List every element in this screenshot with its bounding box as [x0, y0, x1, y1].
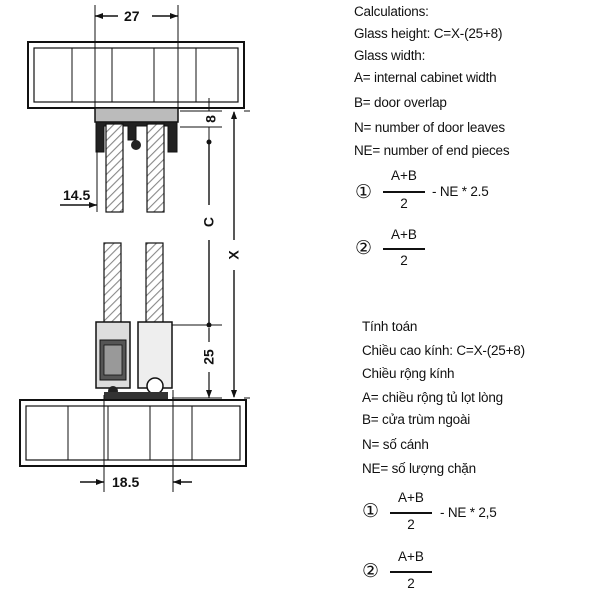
def-a-vi: A= chiều rộng tủ lọt lòng — [362, 390, 503, 405]
formula-1-fraction-bar-en — [383, 191, 425, 193]
formula-1-number-vi: ① — [362, 501, 379, 522]
formula-2-numerator-en: A+B — [391, 227, 417, 242]
formula-2-denominator-vi: 2 — [407, 576, 415, 591]
def-b-en: B= door overlap — [354, 95, 447, 110]
dimension-c — [172, 139, 222, 328]
formula-1-denominator-en: 2 — [400, 196, 408, 211]
formula-2-number-en: ② — [355, 238, 372, 259]
formula-2-numerator-vi: A+B — [398, 549, 424, 564]
bottom-cabinet-section — [19, 399, 247, 467]
formula-1-tail-en: - NE * 2.5 — [432, 184, 489, 199]
formula-1-numerator-en: A+B — [391, 168, 417, 183]
formula-2-denominator-en: 2 — [400, 253, 408, 268]
dimension-25 — [172, 328, 222, 399]
dimension-18-5 — [80, 390, 192, 492]
dimension-x-label: X — [226, 250, 242, 260]
dimension-18-5-label: 18.5 — [112, 474, 139, 490]
upper-glass-panels — [105, 123, 165, 213]
glass-width-vi: Chiều rộng kính — [362, 366, 455, 381]
def-n-en: N= number of door leaves — [354, 120, 505, 135]
formula-2-number-vi: ② — [362, 561, 379, 582]
formula-1-numerator-vi: A+B — [398, 490, 424, 505]
dimension-8-label: 8 — [203, 115, 219, 123]
bottom-runner-profile — [95, 321, 173, 400]
dimension-14-5 — [60, 150, 98, 212]
dimension-27-label: 27 — [124, 8, 140, 24]
formula-1-denominator-vi: 2 — [407, 517, 415, 532]
formula-2-fraction-bar-en — [383, 248, 425, 250]
def-ne-vi: NE= số lượng chặn — [362, 461, 476, 476]
dimension-27 — [94, 5, 179, 110]
lower-glass-panels — [103, 242, 164, 326]
formula-1-tail-vi: - NE * 2,5 — [440, 505, 497, 520]
dimension-14-5-label: 14.5 — [63, 187, 90, 203]
def-a-en: A= internal cabinet width — [354, 70, 497, 85]
dimension-8 — [180, 98, 222, 140]
dimension-25-label: 25 — [201, 349, 217, 365]
top-cabinet-section — [27, 41, 245, 109]
formula-1-number-en: ① — [355, 182, 372, 203]
dimension-c-label: C — [201, 217, 217, 227]
def-b-vi: B= cửa trùm ngoài — [362, 412, 471, 427]
glass-height-vi: Chiều cao kính: C=X-(25+8) — [362, 343, 525, 358]
glass-height-en: Glass height: C=X-(25+8) — [354, 26, 503, 41]
def-ne-en: NE= number of end pieces — [354, 143, 510, 158]
formula-1-fraction-bar-vi — [390, 512, 432, 514]
formula-2-fraction-bar-vi — [390, 571, 432, 573]
def-n-vi: N= số cánh — [362, 437, 429, 452]
glass-width-en: Glass width: — [354, 48, 426, 63]
dimension-x — [231, 110, 250, 399]
calc-title-en: Calculations: — [354, 4, 429, 19]
calc-title-vi: Tính toán — [362, 319, 418, 334]
